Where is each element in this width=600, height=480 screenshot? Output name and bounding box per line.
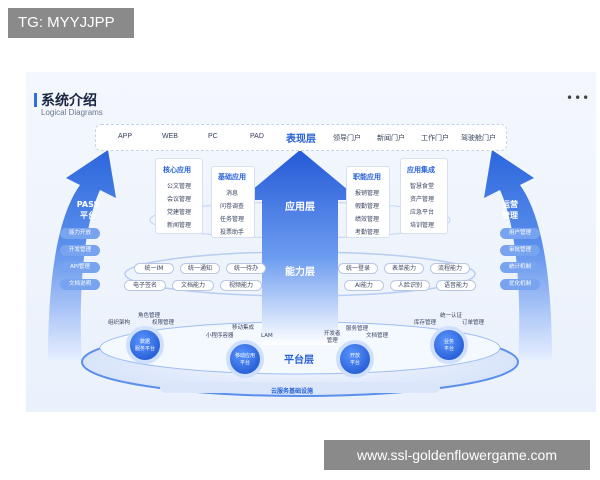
- presentation-item-web: WEB: [162, 133, 178, 140]
- platform-label: 小程序容器: [206, 333, 234, 339]
- presentation-layer-bar: [95, 124, 507, 151]
- panel-core-apps-item: 新闻管理: [167, 222, 192, 229]
- capability-pill: AI能力: [344, 280, 384, 291]
- platform-label: LAM: [261, 333, 273, 339]
- panel-core-apps-title: 核心应用: [163, 166, 191, 174]
- capability-pill: 统一登录: [338, 263, 378, 274]
- left-arrow-item: 文档说明: [60, 279, 100, 290]
- panel-base-apps-item: 问卷调查: [220, 203, 245, 210]
- panel-function-apps-item: 考勤管理: [355, 229, 380, 236]
- platform-label: 服务管理: [346, 326, 369, 332]
- capability-pill: 语音能力: [436, 280, 476, 291]
- presentation-item-work-portal: 工作门户: [421, 135, 449, 142]
- panel-core-apps-item: 会议管理: [167, 196, 192, 203]
- panel-integration-apps-item: 资产管理: [410, 196, 435, 203]
- right-arrow-item: 用户管理: [500, 228, 540, 239]
- right-arrow-item: 优化机制: [500, 279, 540, 290]
- platform-label: 文档管理: [366, 333, 389, 339]
- platform-label: 移动集成: [232, 325, 255, 331]
- platform-label: 组织架构: [108, 320, 131, 326]
- panel-base-apps-item: 消息: [226, 190, 239, 197]
- panel-core-apps: [155, 158, 203, 234]
- platform-label: 统一认证: [440, 313, 463, 319]
- capability-layer-title: 能力层: [285, 267, 315, 278]
- platform-label: 订单管理: [462, 320, 485, 326]
- panel-integration-apps-item: 培训管理: [410, 222, 435, 229]
- panel-integration-apps: [400, 158, 448, 234]
- platform-orb: 数据 服务平台: [126, 326, 164, 364]
- platform-label: 角色管理: [138, 313, 161, 319]
- page-subtitle: Logical Diagrams: [41, 108, 103, 117]
- cloud-infrastructure-label: 云服务基础设施: [271, 388, 314, 395]
- presentation-item-pad: PAD: [250, 133, 264, 140]
- panel-base-apps-item: 任务管理: [220, 216, 245, 223]
- capability-pill: 表单能力: [384, 263, 424, 274]
- center-arrow-shape: [240, 150, 360, 345]
- panel-function-apps-item: 假勤管理: [355, 203, 380, 210]
- right-arrow-item: 统计机制: [500, 262, 540, 273]
- capability-pill: 电子签名: [124, 280, 166, 291]
- platform-orb: 开放 平台: [336, 340, 374, 378]
- panel-base-apps: [211, 166, 255, 238]
- panel-base-apps-title: 基础应用: [218, 173, 246, 181]
- panel-function-apps-item: 报销管理: [355, 190, 380, 197]
- right-arrow-title: 运营 管理: [502, 200, 518, 220]
- capability-pill: 统一IM: [134, 263, 174, 274]
- panel-function-apps-title: 职能应用: [353, 173, 381, 181]
- presentation-layer-title: 表现层: [286, 134, 316, 145]
- right-arrow-item: 审批管理: [500, 245, 540, 256]
- title-accent-bar: [34, 93, 37, 107]
- panel-core-apps-item: 公文管理: [167, 183, 192, 190]
- platform-label: 权限管理: [152, 320, 175, 326]
- platform-label: 库存管理: [414, 320, 437, 326]
- watermark-top: TG: MYYJJPP: [8, 8, 134, 38]
- left-arrow-title: PASS 平台: [76, 200, 100, 220]
- presentation-item-news-portal: 新闻门户: [377, 135, 405, 142]
- presentation-item-leader-portal: 领导门户: [333, 135, 361, 142]
- left-arrow-item: API管理: [60, 262, 100, 273]
- platform-orb: 业务 平台: [430, 326, 468, 364]
- capability-pill: 统一待办: [226, 263, 266, 274]
- watermark-bottom: www.ssl-goldenflowergame.com: [324, 440, 590, 470]
- panel-integration-apps-title: 应用集成: [407, 166, 435, 174]
- more-options-icon[interactable]: •••: [566, 91, 591, 105]
- panel-integration-apps-item: 应急平台: [410, 209, 435, 216]
- capability-pill: 文档能力: [172, 280, 214, 291]
- presentation-item-cockpit-portal: 驾驶舱门户: [461, 135, 496, 142]
- panel-core-apps-item: 党建管理: [167, 209, 192, 216]
- platform-layer-title: 平台层: [284, 355, 314, 366]
- left-arrow-item: 能力开放: [60, 228, 100, 239]
- panel-integration-apps-item: 智慧食堂: [410, 183, 435, 190]
- foundation-bar: [160, 382, 440, 393]
- page-title: 系统介绍: [41, 93, 97, 109]
- capability-pill: 流程能力: [430, 263, 470, 274]
- platform-label: 开发者 管理: [324, 331, 341, 344]
- application-layer-title: 应用层: [285, 202, 315, 213]
- capability-pill: 人脸识别: [390, 280, 430, 291]
- presentation-item-app: APP: [118, 133, 133, 140]
- panel-base-apps-item: 投票助手: [220, 229, 245, 236]
- capability-pill: 视频能力: [220, 280, 262, 291]
- capability-pill: 统一通知: [180, 263, 220, 274]
- left-arrow-item: 开发管理: [60, 245, 100, 256]
- panel-function-apps: [346, 166, 390, 238]
- platform-orb: 移动应用 平台: [226, 340, 264, 378]
- panel-function-apps-item: 绩效管理: [355, 216, 380, 223]
- presentation-item-pc: PC: [208, 133, 218, 140]
